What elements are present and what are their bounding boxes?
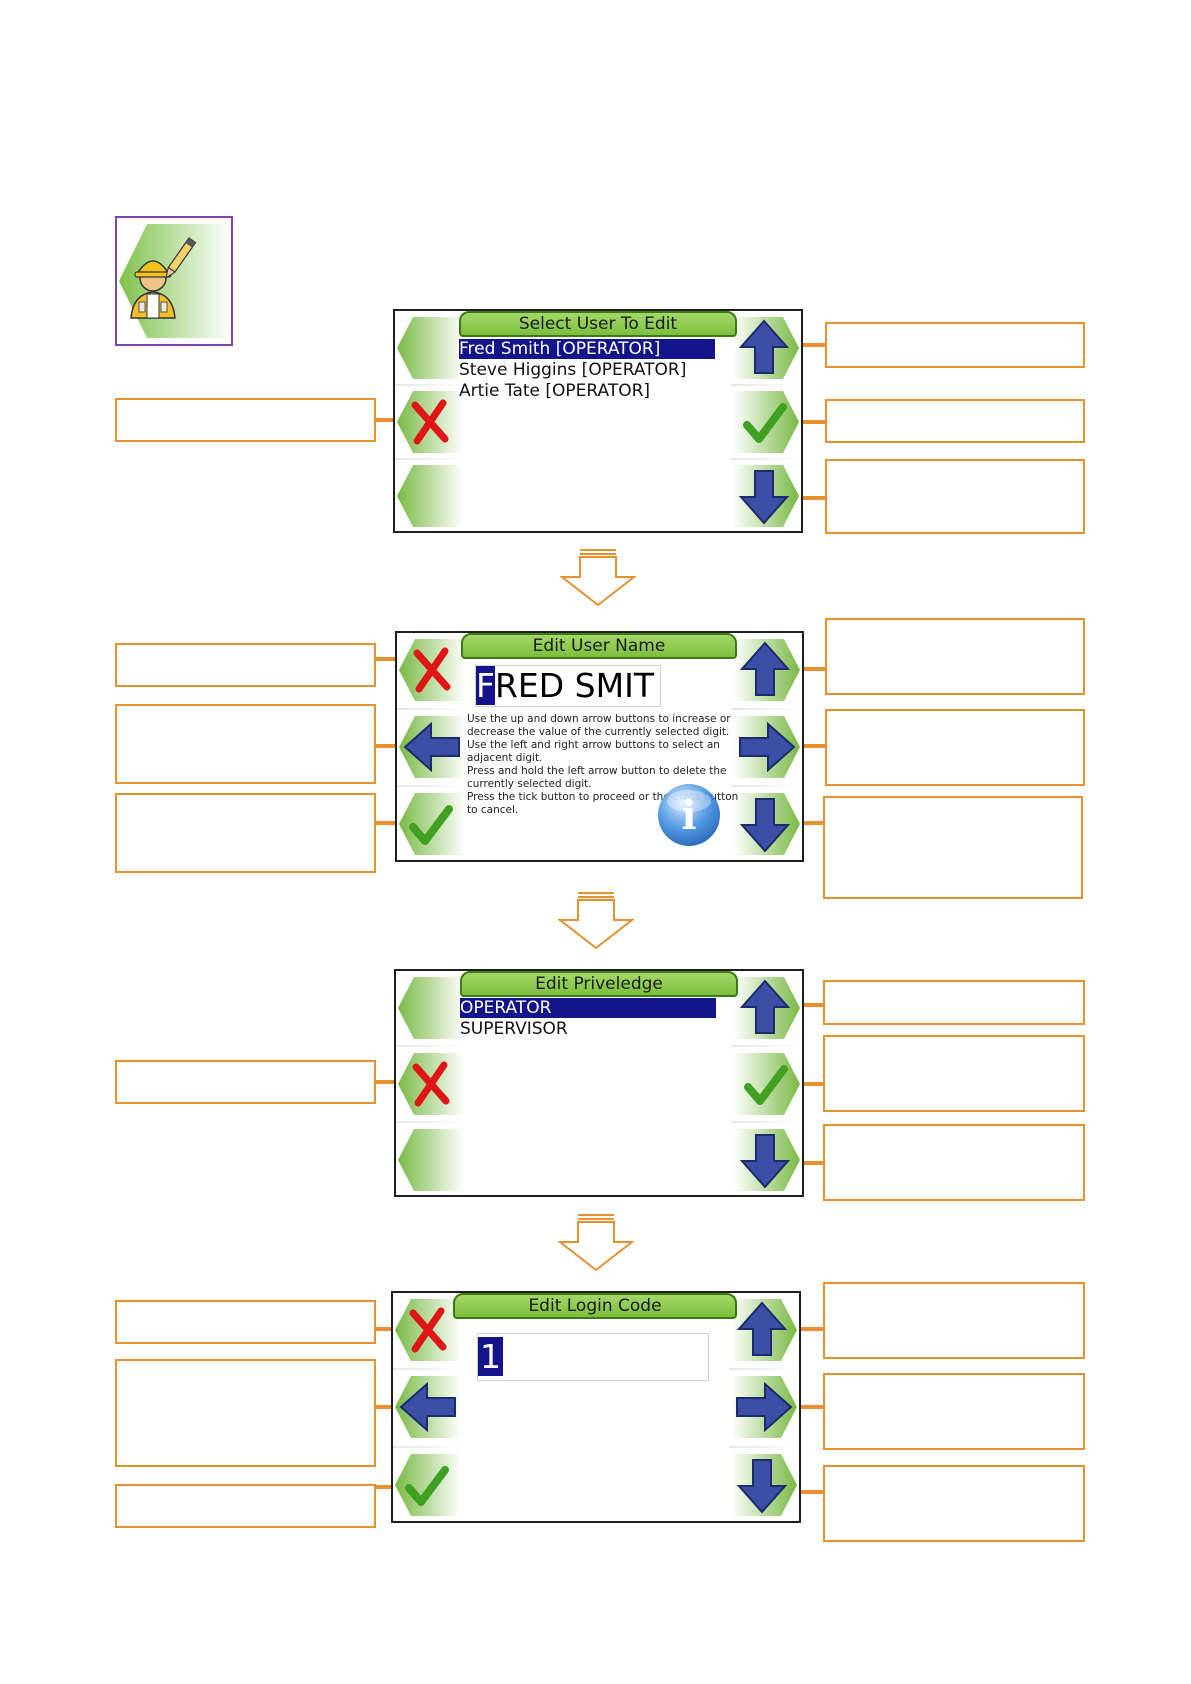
cross-icon bbox=[413, 647, 451, 693]
annotation-box bbox=[115, 1060, 376, 1104]
arrow-right-icon bbox=[739, 721, 796, 773]
name-input[interactable]: FRED SMIT bbox=[475, 665, 661, 707]
annotation-box bbox=[825, 709, 1085, 786]
annotation-box bbox=[115, 643, 376, 687]
screen-title: Edit Priveledge bbox=[460, 971, 738, 997]
name-cursor: F bbox=[476, 666, 495, 705]
screen-edit-user-name: Edit User Name FRED SMIT Use the up and … bbox=[395, 631, 804, 862]
up-button[interactable] bbox=[734, 975, 800, 1041]
annotation-box bbox=[823, 796, 1083, 899]
tick-icon bbox=[744, 1065, 788, 1105]
tick-icon bbox=[743, 403, 787, 443]
blank-button-top[interactable] bbox=[398, 975, 464, 1041]
cancel-button[interactable] bbox=[399, 637, 465, 703]
left-button-column bbox=[393, 1293, 463, 1521]
user-edit-icon-frame bbox=[115, 216, 233, 346]
arrow-down-icon bbox=[739, 798, 791, 853]
right-button[interactable] bbox=[734, 714, 800, 780]
down-button[interactable] bbox=[731, 1452, 797, 1518]
annotation-box bbox=[115, 398, 376, 442]
tick-icon bbox=[409, 805, 453, 845]
info-icon: i bbox=[655, 781, 723, 849]
code-cursor: 1 bbox=[478, 1337, 503, 1376]
annotation-box bbox=[823, 1035, 1085, 1112]
down-button[interactable] bbox=[734, 791, 800, 857]
right-button[interactable] bbox=[731, 1374, 797, 1440]
blank-button-bottom[interactable] bbox=[397, 463, 463, 529]
up-button[interactable] bbox=[734, 637, 800, 703]
screen-edit-privilege: Edit Priveledge OPERATOR SUPERVISOR bbox=[394, 969, 804, 1197]
down-button[interactable] bbox=[734, 1127, 800, 1193]
name-value: RED SMIT bbox=[494, 666, 654, 705]
cancel-button[interactable] bbox=[397, 389, 463, 455]
confirm-button[interactable] bbox=[733, 389, 799, 455]
left-button-column bbox=[395, 311, 465, 531]
list-item[interactable]: Steve Higgins [OPERATOR] bbox=[459, 360, 687, 380]
confirm-button[interactable] bbox=[734, 1051, 800, 1117]
annotation-box bbox=[115, 1484, 376, 1528]
screen-title: Select User To Edit bbox=[459, 311, 737, 337]
screen-edit-login-code: Edit Login Code 1 bbox=[391, 1291, 801, 1523]
blank-button-bottom[interactable] bbox=[398, 1127, 464, 1193]
screen-select-user: Select User To Edit Fred Smith [OPERATOR… bbox=[393, 309, 803, 533]
down-button[interactable] bbox=[733, 463, 799, 529]
flow-arrow-down-icon bbox=[560, 549, 636, 607]
right-button-column bbox=[731, 311, 801, 531]
tick-icon bbox=[405, 1466, 449, 1506]
screen-title: Edit User Name bbox=[461, 633, 737, 659]
list-item-selected[interactable]: OPERATOR bbox=[460, 998, 716, 1018]
login-code-input[interactable]: 1 bbox=[477, 1333, 709, 1381]
list-item[interactable]: Artie Tate [OPERATOR] bbox=[459, 381, 651, 401]
arrow-down-icon bbox=[736, 1459, 788, 1514]
blank-button-top[interactable] bbox=[397, 315, 463, 381]
annotation-box bbox=[823, 1282, 1085, 1359]
right-button-column bbox=[732, 971, 802, 1195]
confirm-button[interactable] bbox=[395, 1452, 461, 1518]
cancel-button[interactable] bbox=[395, 1297, 461, 1363]
annotation-box bbox=[825, 322, 1085, 368]
annotation-box bbox=[115, 1359, 376, 1467]
annotation-box bbox=[115, 1300, 376, 1344]
arrow-up-icon bbox=[738, 319, 790, 374]
arrow-right-icon bbox=[736, 1381, 793, 1433]
svg-text:i: i bbox=[681, 792, 696, 839]
right-button-column bbox=[732, 633, 802, 860]
arrow-down-icon bbox=[738, 470, 790, 525]
annotation-box bbox=[823, 980, 1085, 1025]
annotation-box bbox=[823, 1373, 1085, 1450]
annotation-box bbox=[115, 704, 376, 784]
annotation-box bbox=[823, 1465, 1085, 1542]
up-button[interactable] bbox=[733, 315, 799, 381]
arrow-left-icon bbox=[399, 1381, 456, 1433]
left-button[interactable] bbox=[399, 714, 465, 780]
arrow-up-icon bbox=[739, 979, 791, 1034]
list-item-selected[interactable]: Fred Smith [OPERATOR] bbox=[459, 339, 715, 359]
user-edit-icon bbox=[119, 224, 231, 338]
arrow-up-icon bbox=[736, 1301, 788, 1356]
annotation-box bbox=[823, 1124, 1085, 1201]
screen-title: Edit Login Code bbox=[453, 1293, 737, 1319]
left-button-column bbox=[397, 633, 467, 860]
annotation-box bbox=[825, 459, 1085, 534]
annotation-box bbox=[825, 399, 1085, 443]
up-button[interactable] bbox=[731, 1297, 797, 1363]
left-button-column bbox=[396, 971, 466, 1195]
arrow-up-icon bbox=[739, 641, 791, 696]
confirm-button[interactable] bbox=[399, 791, 465, 857]
cross-icon bbox=[409, 1307, 447, 1353]
cross-icon bbox=[412, 1061, 450, 1107]
arrow-down-icon bbox=[739, 1134, 791, 1189]
flow-arrow-down-icon bbox=[558, 1214, 634, 1272]
arrow-left-icon bbox=[403, 721, 460, 773]
annotation-box bbox=[115, 793, 376, 873]
cancel-button[interactable] bbox=[398, 1051, 464, 1117]
flow-arrow-down-icon bbox=[558, 892, 634, 950]
annotation-box bbox=[825, 618, 1085, 695]
left-button[interactable] bbox=[395, 1374, 461, 1440]
right-button-column bbox=[729, 1293, 799, 1521]
list-item[interactable]: SUPERVISOR bbox=[460, 1019, 568, 1039]
cross-icon bbox=[411, 399, 449, 445]
